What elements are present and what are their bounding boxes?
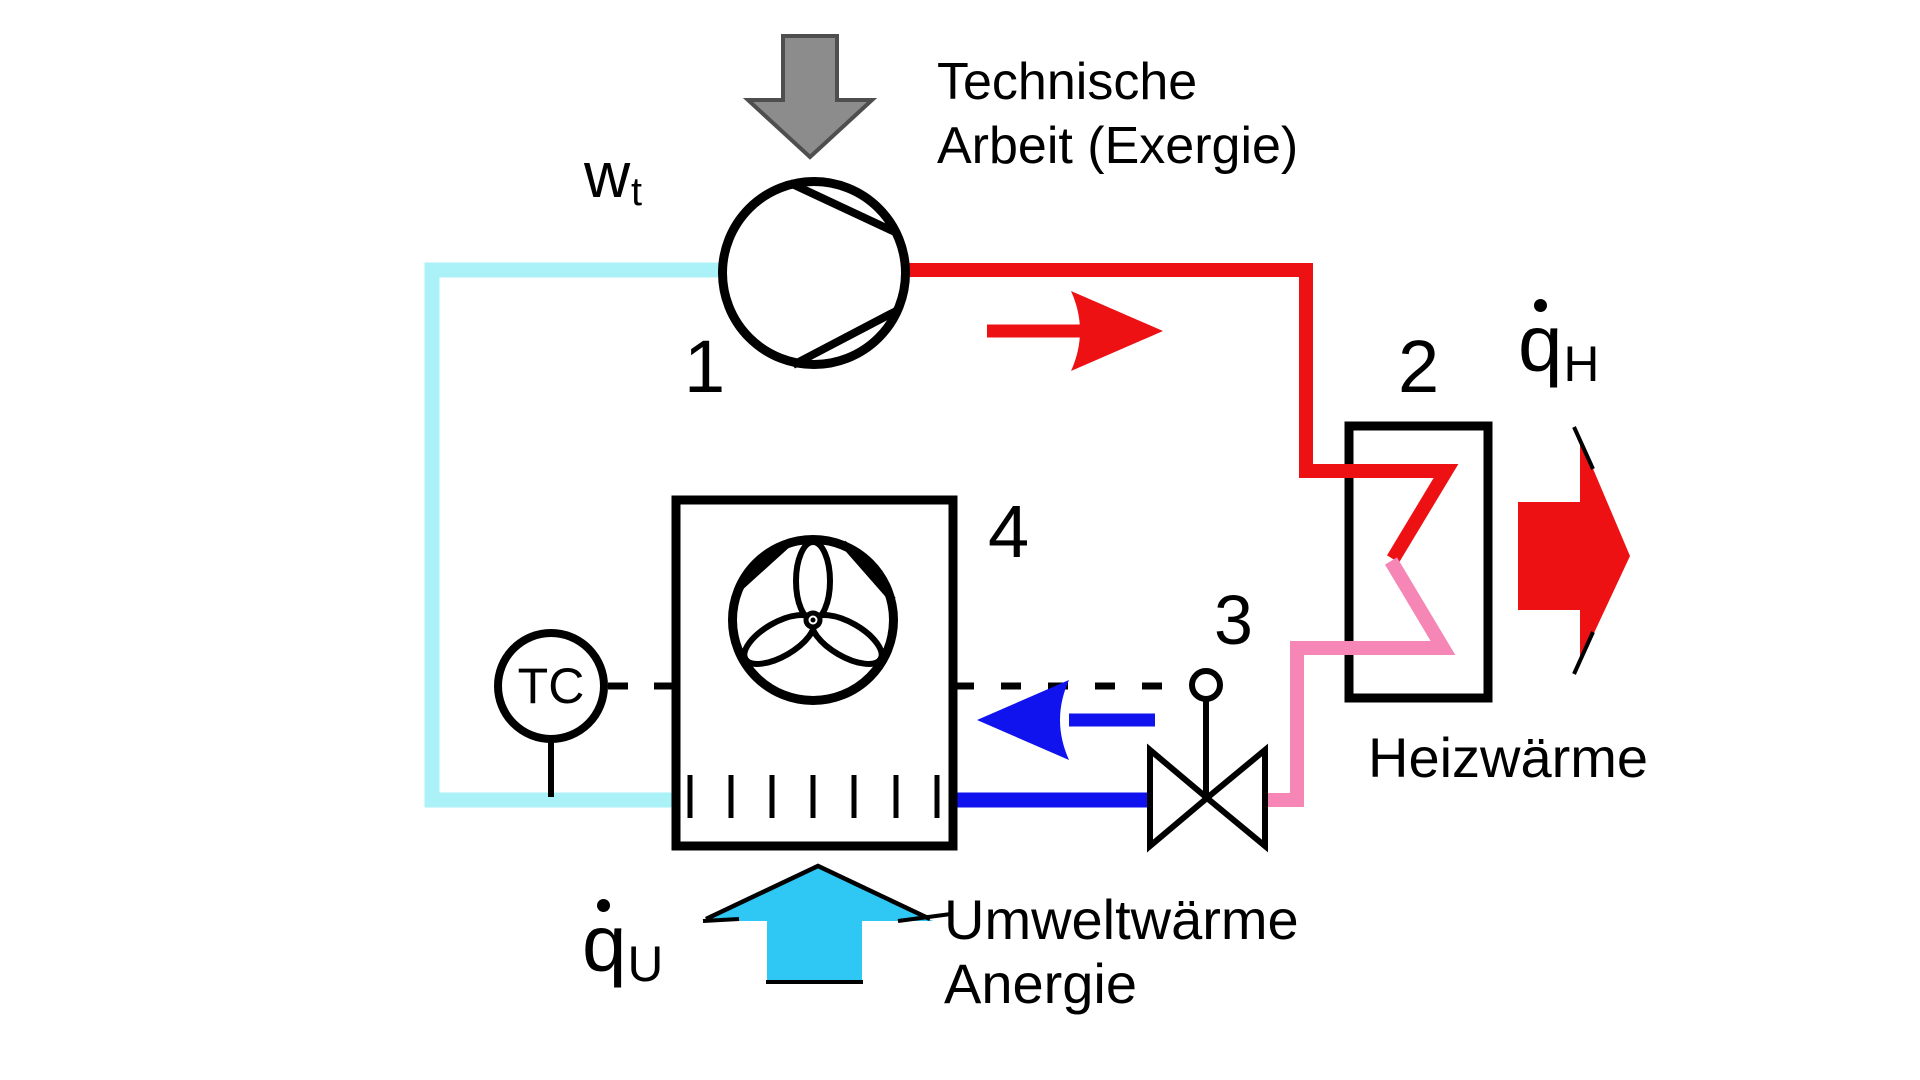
expansion-valve-symbol (1147, 668, 1268, 853)
work-input-arrow-icon (742, 34, 878, 160)
valve-number-label: 3 (1214, 581, 1253, 659)
ambient-heat-arrow-icon (702, 863, 952, 984)
flow-arrow-right-icon (987, 291, 1163, 371)
heat-output-arrow-icon (1518, 426, 1630, 675)
hot-gas-pipe (906, 263, 1459, 563)
evaporator-number-label: 4 (988, 490, 1030, 573)
condenser-number-label: 2 (1398, 325, 1440, 408)
flow-arrow-left-icon (977, 680, 1155, 760)
derivative-dot-icon (1534, 299, 1547, 312)
specific-work-label: wt (584, 139, 643, 214)
compressor-symbol (718, 177, 910, 369)
fan-icon (728, 535, 898, 705)
temperature-controller-symbol (494, 629, 608, 797)
derivative-dot-icon (597, 899, 610, 912)
suction-pipe (424, 262, 720, 808)
heating-heat-label: Heizwärme (1368, 726, 1649, 789)
tc-controller-label: TC (517, 658, 585, 714)
condensate-pipe (1263, 557, 1456, 807)
evaporator-fins (687, 775, 940, 818)
ambient-heat-label: Umweltwärme Anergie (944, 888, 1299, 1015)
compressor-number-label: 1 (684, 325, 726, 408)
technical-work-label: Technische Arbeit (Exergie) (937, 53, 1299, 175)
evaporator-box (671, 495, 958, 851)
